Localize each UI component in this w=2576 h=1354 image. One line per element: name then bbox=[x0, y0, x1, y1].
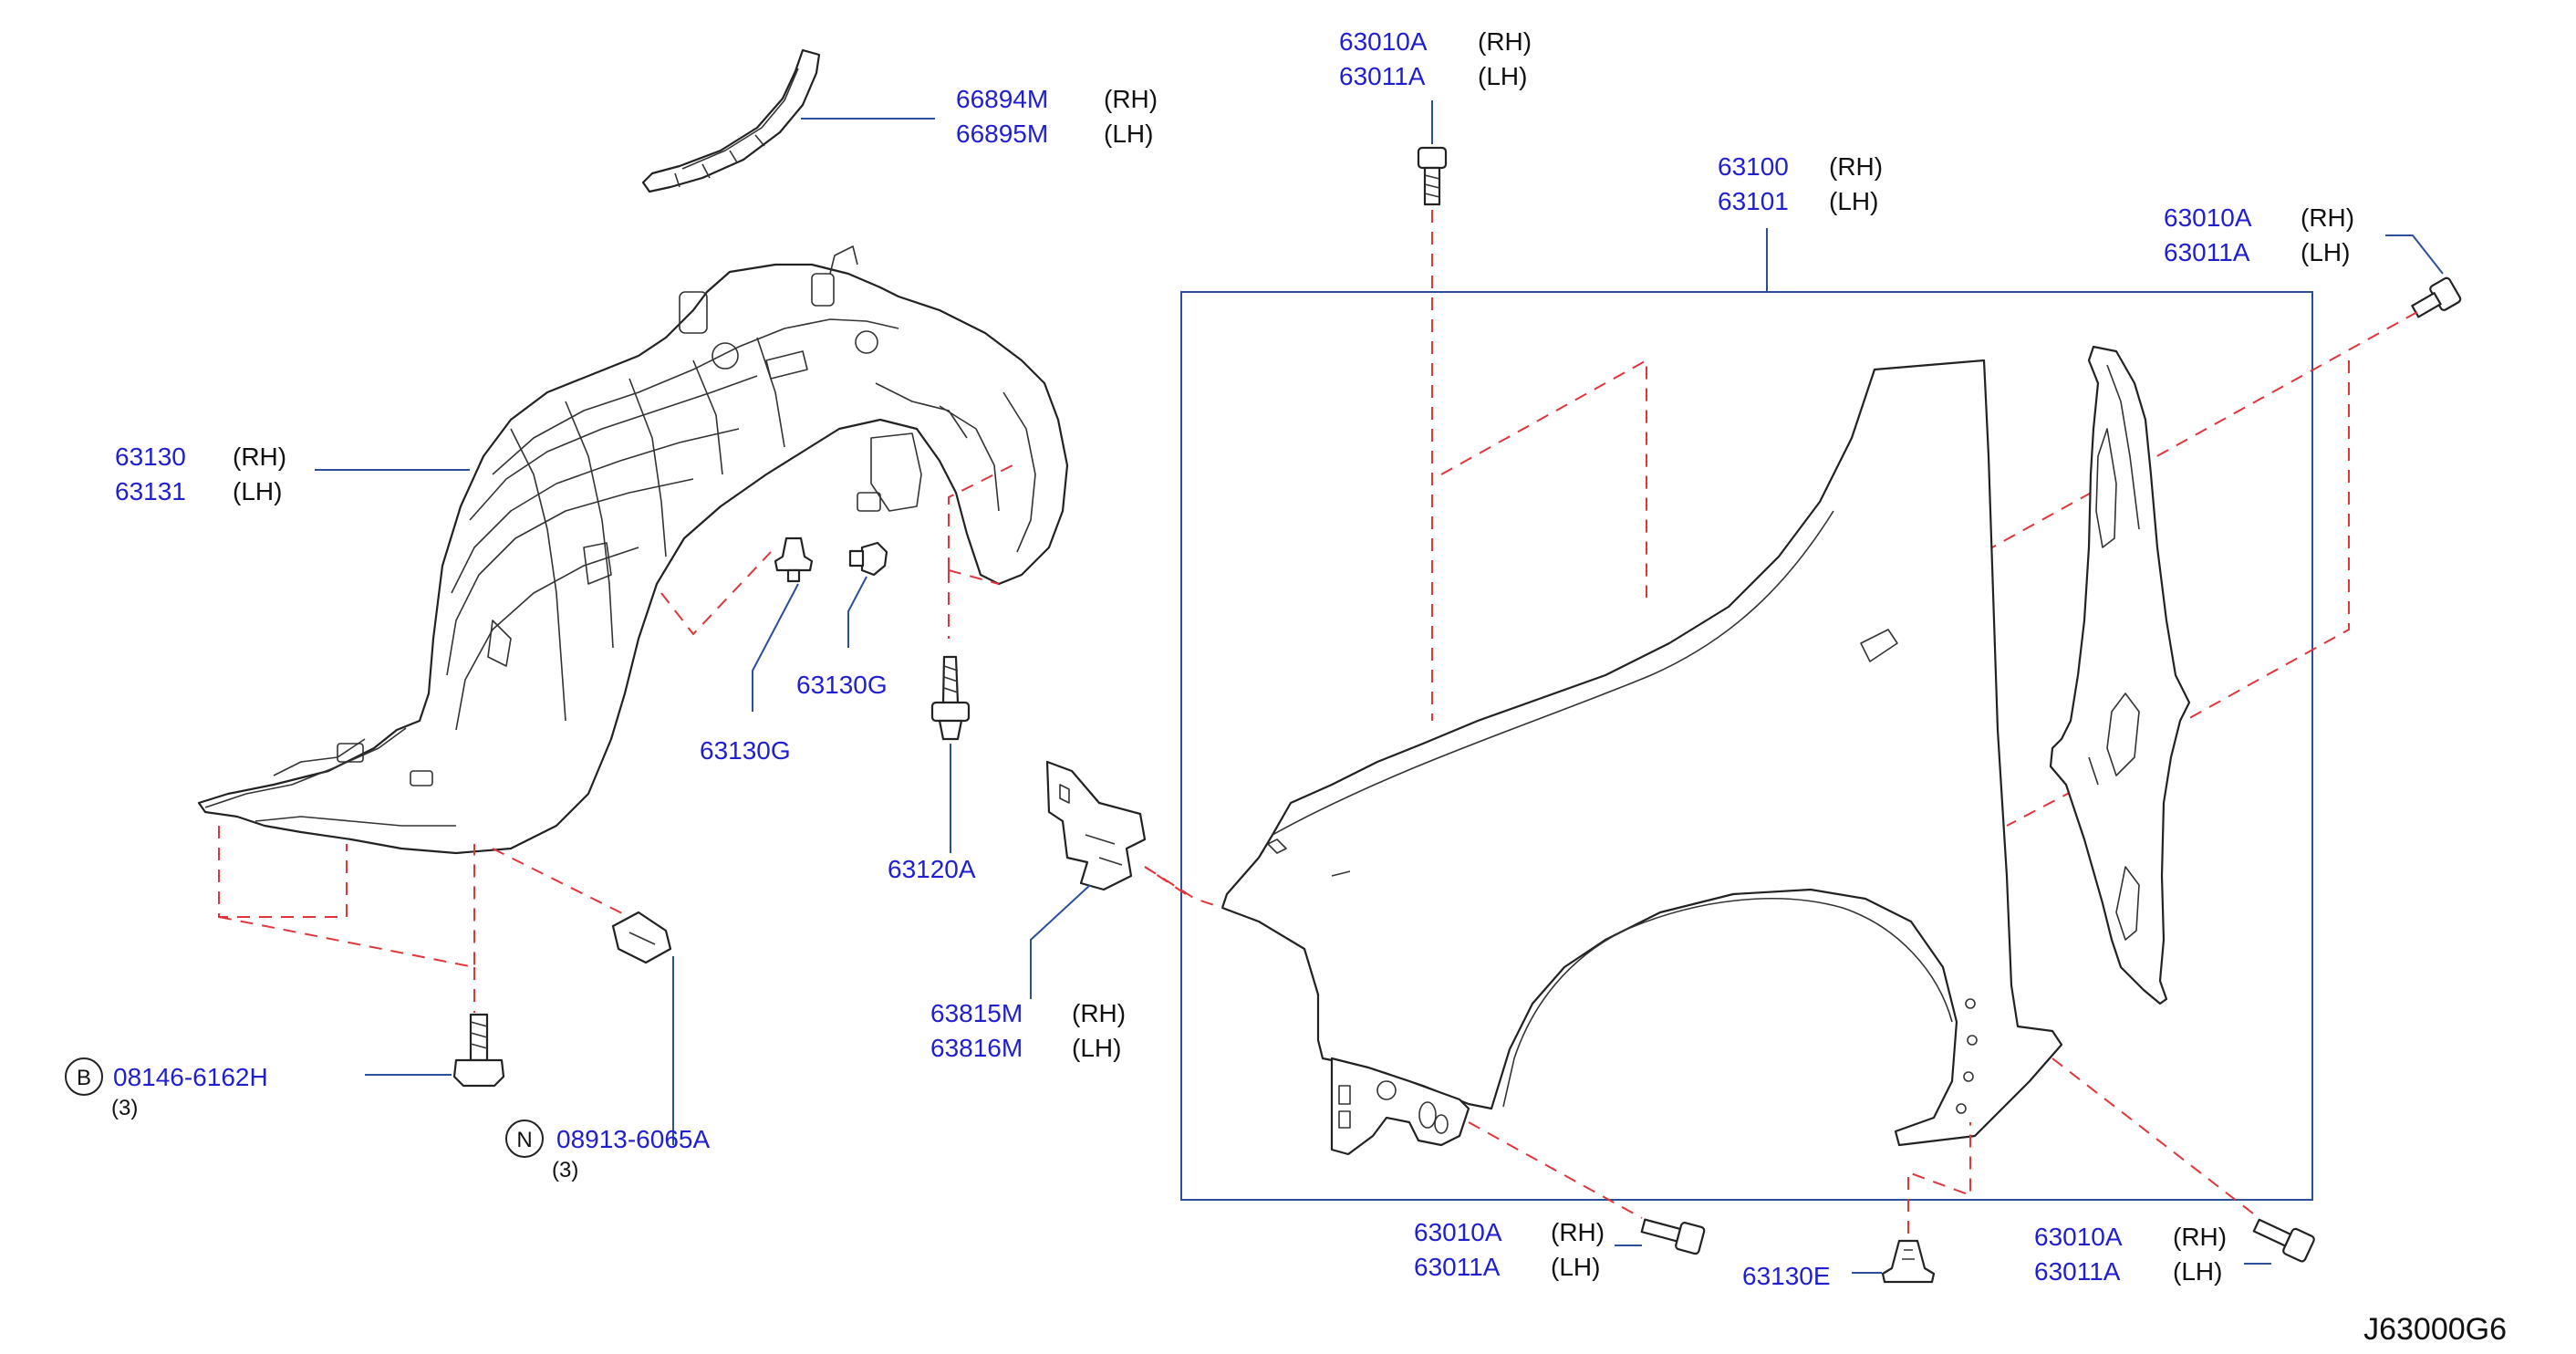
guide-fender-1 bbox=[1440, 359, 1647, 598]
callout-63130g-b[interactable]: 63130G bbox=[796, 671, 888, 699]
pn-08146: 08146-6162H bbox=[113, 1063, 268, 1091]
bracket-63815-part[interactable] bbox=[1045, 760, 1147, 891]
pn-63101: 63101 bbox=[1718, 187, 1789, 215]
guide-liner-4 bbox=[492, 848, 630, 918]
leader-63130g-a bbox=[752, 583, 799, 712]
pn-63130g: 63130G bbox=[700, 736, 791, 765]
pn-63011a: 63011A bbox=[2164, 238, 2250, 266]
bolt-bottom-left-part[interactable] bbox=[1640, 1213, 1706, 1255]
pn-63010a: 63010A bbox=[1339, 27, 1428, 56]
clip-a-part[interactable] bbox=[774, 536, 814, 583]
guide-bolt-bottom-left bbox=[1468, 1121, 1643, 1219]
side-lh: (LH) bbox=[1829, 187, 1878, 215]
side-rh: (RH) bbox=[1104, 85, 1158, 113]
callout-66894[interactable]: 66894M (RH) 66895M (LH) bbox=[956, 85, 1158, 148]
pn-63010a: 63010A bbox=[1414, 1218, 1502, 1246]
pn-63010a: 63010A bbox=[2164, 203, 2252, 232]
clip-63130e-part[interactable] bbox=[1881, 1239, 1936, 1284]
guide-bolt-right-2 bbox=[2184, 360, 2350, 722]
side-lh: (LH) bbox=[1072, 1034, 1121, 1062]
pn-63120a: 63120A bbox=[888, 855, 976, 883]
pn-63100: 63100 bbox=[1718, 152, 1789, 181]
callout-63100[interactable]: 63100 (RH) 63101 (LH) bbox=[1718, 152, 1883, 215]
fender-reinforcement-part[interactable] bbox=[2049, 345, 2191, 1005]
fender-liner-part[interactable] bbox=[197, 245, 1069, 855]
side-rh: (RH) bbox=[1551, 1218, 1605, 1246]
side-rh: (RH) bbox=[1072, 999, 1126, 1027]
guide-bolt-bottom-right bbox=[2051, 1057, 2254, 1214]
guide-bracket-63815 bbox=[1144, 866, 1223, 909]
clipnut-08913-part[interactable] bbox=[611, 911, 672, 964]
bolt-bottom-right-part[interactable] bbox=[2250, 1213, 2315, 1263]
badge-b-letter: B bbox=[77, 1066, 91, 1090]
callout-63010-top[interactable]: 63010A (RH) 63011A (LH) bbox=[1339, 27, 1532, 90]
bolt-right-part[interactable] bbox=[2408, 276, 2462, 323]
guide-bracket-lower bbox=[2006, 779, 2094, 827]
guide-liner-5 bbox=[660, 551, 772, 636]
guide-clip-63130e bbox=[1907, 1122, 1971, 1234]
pn-63011a: 63011A bbox=[1414, 1253, 1501, 1281]
guide-liner-1 bbox=[218, 826, 348, 918]
guide-bolt-right bbox=[1983, 311, 2418, 553]
fender-seal-part[interactable] bbox=[641, 48, 821, 193]
callout-63010-right[interactable]: 63010A (RH) 63011A (LH) bbox=[2164, 203, 2354, 266]
callout-63815[interactable]: 63815M (RH) 63816M (LH) bbox=[930, 999, 1126, 1062]
pn-63011a: 63011A bbox=[2034, 1257, 2121, 1286]
side-lh: (LH) bbox=[2173, 1257, 2222, 1286]
fender-group-frame bbox=[1180, 291, 2313, 1201]
badge-n-letter: N bbox=[516, 1128, 532, 1152]
diagram-code: J63000G6 bbox=[2363, 1312, 2507, 1347]
side-lh: (LH) bbox=[233, 477, 282, 505]
pn-63010a: 63010A bbox=[2034, 1223, 2123, 1251]
callout-63010-bl[interactable]: 63010A (RH) 63011A (LH) bbox=[1414, 1218, 1605, 1281]
guide-liner-6 bbox=[948, 464, 1013, 570]
fender-part[interactable] bbox=[1220, 359, 2063, 1156]
pn-66895m: 66895M bbox=[956, 120, 1048, 148]
callout-63130[interactable]: 63130 (RH) 63131 (LH) bbox=[115, 443, 286, 505]
side-rh: (RH) bbox=[233, 443, 286, 471]
callout-08913[interactable]: N 08913-6065A (3) bbox=[505, 1120, 710, 1182]
pn-63130: 63130 bbox=[115, 443, 186, 471]
bolt-08146-part[interactable] bbox=[452, 1013, 505, 1088]
qty: (3) bbox=[111, 1096, 138, 1120]
pn-63815m: 63815M bbox=[930, 999, 1023, 1027]
side-lh: (LH) bbox=[1551, 1253, 1600, 1281]
callout-63120a[interactable]: 63120A bbox=[888, 855, 976, 883]
callout-08146[interactable]: B 08146-6162H (3) bbox=[65, 1057, 268, 1120]
pn-63816m: 63816M bbox=[930, 1034, 1023, 1062]
pn-63130e: 63130E bbox=[1742, 1262, 1831, 1290]
side-rh: (RH) bbox=[1829, 152, 1883, 181]
side-rh: (RH) bbox=[2173, 1223, 2227, 1251]
pn-63011a: 63011A bbox=[1339, 62, 1426, 90]
leader-63815 bbox=[1030, 884, 1091, 999]
bolt-top-part[interactable] bbox=[1417, 146, 1448, 206]
side-rh: (RH) bbox=[1478, 27, 1532, 56]
side-rh: (RH) bbox=[2301, 203, 2354, 232]
side-lh: (LH) bbox=[1478, 62, 1527, 90]
badge-b bbox=[65, 1057, 103, 1096]
pn-63130g: 63130G bbox=[796, 671, 888, 699]
side-lh: (LH) bbox=[2301, 238, 2350, 266]
leader-63010-right bbox=[2385, 234, 2444, 275]
pn-08913: 08913-6065A bbox=[556, 1125, 710, 1153]
badge-n bbox=[505, 1120, 544, 1158]
pn-63131: 63131 bbox=[115, 477, 186, 505]
callout-63130e[interactable]: 63130E bbox=[1742, 1262, 1831, 1290]
callout-63010-br[interactable]: 63010A (RH) 63011A (LH) bbox=[2034, 1223, 2227, 1286]
callout-63130g-a[interactable]: 63130G bbox=[700, 736, 791, 765]
side-lh: (LH) bbox=[1104, 120, 1153, 148]
screw-63120-part[interactable] bbox=[930, 655, 971, 741]
clip-b-part[interactable] bbox=[848, 541, 888, 577]
pn-66894m: 66894M bbox=[956, 85, 1048, 113]
qty: (3) bbox=[552, 1158, 578, 1182]
leader-63130g-b bbox=[847, 576, 867, 648]
guide-liner-7 bbox=[948, 569, 1000, 585]
